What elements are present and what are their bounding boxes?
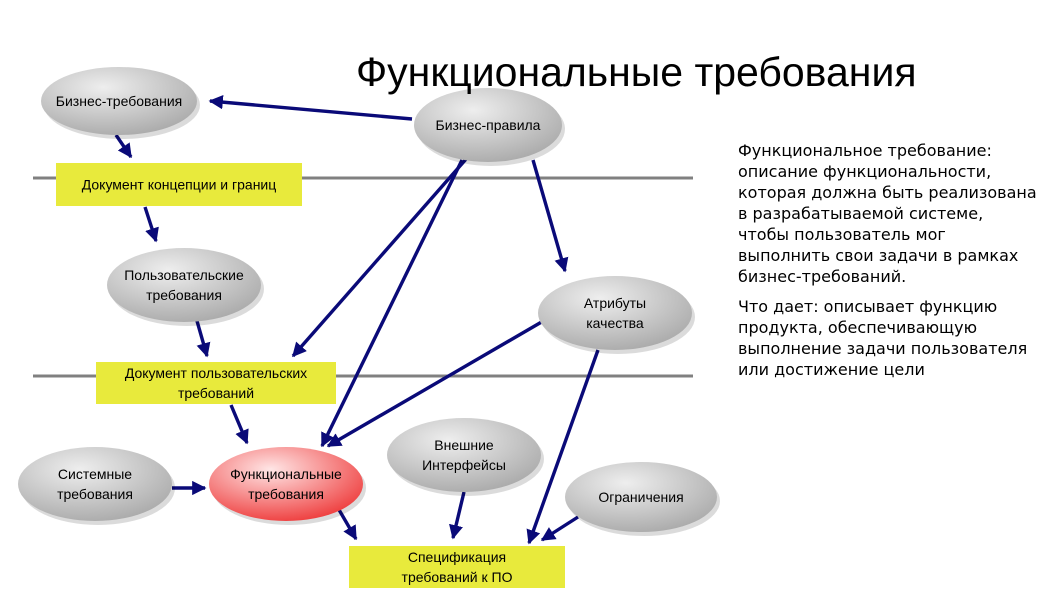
node-business-req: Бизнес-требования: [41, 67, 200, 139]
nodes-layer: Бизнес-требованияБизнес-правилаДокумент …: [18, 67, 720, 588]
node-user-req-doc: Документ пользовательских требований: [96, 362, 336, 404]
node-srs-label-0: Спецификация: [408, 549, 506, 565]
edge-vision-doc-to-user-req: [143, 206, 159, 243]
node-functional-req: Функциональные требования: [209, 447, 366, 525]
edge-functional-req-to-srs: [336, 507, 358, 541]
edge-quality-attr-to-functional-req: [326, 318, 546, 448]
node-business-rules-label-0: Бизнес-правила: [436, 117, 541, 133]
node-vision-doc-box: [56, 163, 302, 206]
node-vision-doc-label-0: Документ концепции и границ: [82, 177, 277, 193]
node-functional-req-label-1: требования: [248, 486, 324, 502]
node-quality-attr-ellipse: [538, 276, 692, 350]
node-system-req-ellipse: [18, 447, 172, 521]
node-business-rules-ellipse: [414, 88, 562, 162]
node-business-req-label-0: Бизнес-требования: [56, 93, 182, 109]
node-system-req-label-1: требования: [57, 486, 133, 502]
edge-user-req-to-user-req-doc: [195, 320, 211, 358]
node-user-req: Пользовательские требования: [107, 248, 264, 326]
edge-business-rules-to-functional-req: [320, 159, 464, 448]
node-user-req-doc-label-1: требований: [178, 385, 254, 401]
node-functional-req-ellipse: [209, 447, 363, 521]
node-srs: Спецификация требований к ПО: [349, 546, 565, 588]
node-system-req-label-0: Системные: [58, 466, 132, 482]
node-functional-req-label-0: Функциональные: [230, 466, 342, 482]
node-constraints-label-0: Ограничения: [598, 489, 683, 505]
node-external-interfaces-label-0: Внешние: [434, 437, 494, 453]
node-constraints-ellipse: [565, 462, 717, 532]
node-srs-box: [349, 546, 565, 588]
node-external-interfaces-label-1: Интерфейсы: [422, 457, 506, 473]
node-user-req-label-0: Пользовательские: [124, 267, 244, 283]
node-business-rules: Бизнес-правила: [414, 88, 565, 166]
node-system-req: Системные требования: [18, 447, 175, 525]
node-user-req-doc-label-0: Документ пользовательских: [125, 365, 307, 381]
node-quality-attr: Атрибуты качества: [538, 276, 695, 354]
edge-external-interfaces-to-srs: [449, 491, 466, 540]
edge-business-rules-to-business-req: [208, 95, 413, 121]
node-user-req-label-1: требования: [146, 287, 222, 303]
edge-user-req-doc-to-functional-req: [229, 404, 249, 445]
description-purpose: Что дает: описывает функцию продукта, об…: [738, 297, 1028, 379]
description-definition: Функциональное требование: описание функ…: [738, 141, 1037, 286]
edge-business-req-to-vision-doc: [114, 134, 133, 159]
edges-layer: [114, 95, 600, 545]
edge-business-rules-to-quality-attr: [531, 159, 569, 273]
edge-business-rules-to-user-req-doc: [291, 156, 469, 358]
node-user-req-doc-box: [96, 362, 336, 404]
description-panel: Функциональное требование: описание функ…: [738, 140, 1038, 389]
node-vision-doc: Документ концепции и границ: [56, 163, 302, 206]
node-quality-attr-label-1: качества: [586, 315, 644, 331]
edge-quality-attr-to-srs: [526, 349, 600, 545]
node-business-req-ellipse: [41, 67, 197, 135]
node-user-req-ellipse: [107, 248, 261, 322]
node-constraints: Ограничения: [565, 462, 720, 536]
page-title: Функциональные требования: [356, 49, 917, 95]
node-quality-attr-label-0: Атрибуты: [584, 295, 646, 311]
node-external-interfaces-ellipse: [387, 418, 541, 492]
edge-constraints-to-srs: [540, 515, 579, 542]
node-srs-label-1: требований к ПО: [402, 569, 513, 585]
